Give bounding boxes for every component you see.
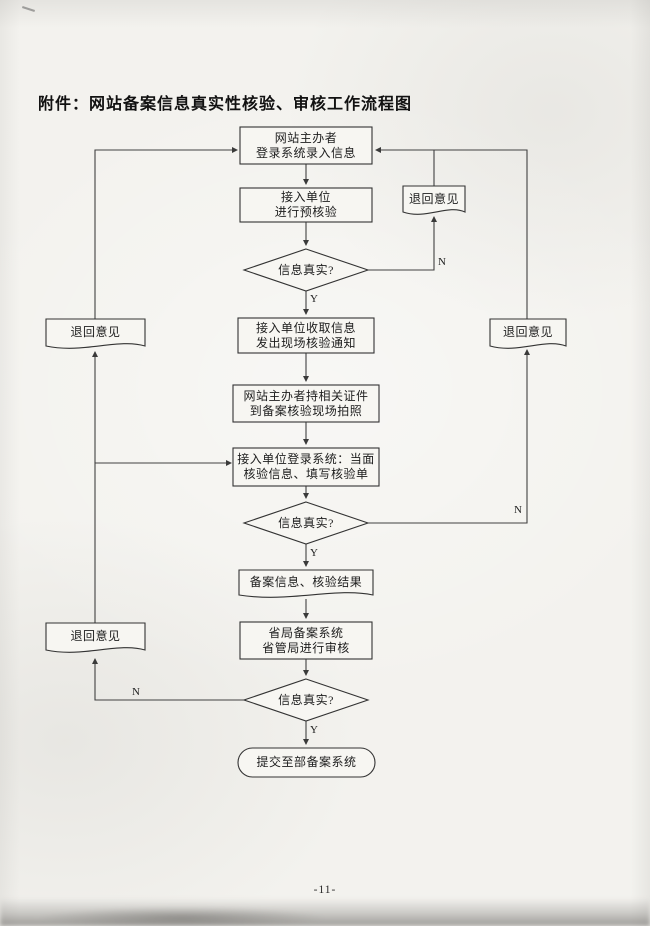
node-decision2-label: 信息真实? (278, 515, 334, 530)
node-decision1-label: 信息真实? (278, 262, 334, 277)
node-precheck-line1: 接入单位 (280, 190, 331, 204)
node-decision1-shape (242, 248, 370, 292)
node-return4-shape (45, 622, 146, 653)
node-province-label: 省局备案系统 省管局进行审核 (240, 622, 372, 659)
node-return3-label: 退回意见 (502, 325, 553, 339)
flow-shapes (45, 126, 567, 778)
node-province-shape (239, 621, 373, 660)
node-return4-label: 退回意见 (70, 629, 121, 643)
node-province-line2: 省管局进行审核 (262, 640, 350, 655)
page-number: -11- (313, 884, 337, 896)
node-start-shape (239, 126, 373, 165)
node-collect-line1: 接入单位收取信息 (255, 320, 356, 335)
node-decision2-shape (242, 501, 370, 545)
node-return1-label: 退回意见 (408, 191, 459, 206)
node-return1-shape (402, 185, 466, 215)
node-verify-line1: 接入单位登录系统：当面 (237, 452, 375, 466)
node-collect-line2: 发出现场核验通知 (255, 335, 356, 350)
node-decision3-shape (242, 678, 370, 722)
node-precheck-shape (239, 187, 373, 223)
node-end-label: 提交至部备案系统 (256, 755, 357, 769)
node-collect-label: 接入单位收取信息 发出现场核验通知 (238, 318, 374, 353)
node-end-shape (237, 747, 376, 778)
node-return2-shape (45, 318, 146, 349)
node-collect-shape (237, 317, 375, 354)
line-return3-to-start (375, 147, 528, 319)
flow-connectors (92, 147, 530, 745)
node-photo-line1: 网站主办者持相关证件 (243, 388, 369, 403)
line-decision1-no-to-return1 (368, 216, 437, 271)
node-return3-shape (489, 318, 567, 349)
page-title: 附件：网站备案信息真实性核验、审核工作流程图 (38, 96, 413, 113)
node-precheck-label: 接入单位 进行预核验 (240, 188, 372, 222)
node-start-label: 网站主办者 登录系统录入信息 (240, 127, 372, 164)
line-return4-to-verify (94, 460, 232, 623)
node-decision3-label: 信息真实? (278, 692, 334, 707)
edge-label-yes-1: Y (310, 293, 318, 305)
node-result-label: 备案信息、核验结果 (249, 575, 363, 589)
node-return2-label: 退回意见 (70, 325, 121, 339)
node-precheck-line2: 进行预核验 (274, 205, 338, 219)
line-return2-to-start (94, 147, 238, 319)
node-verify-label: 接入单位登录系统：当面 核验信息、填写核验单 (233, 448, 379, 486)
node-start-line2: 登录系统录入信息 (255, 145, 356, 160)
line-decision3-no-to-return4 (92, 658, 244, 701)
node-photo-shape (232, 384, 380, 423)
edge-label-yes-3: Y (310, 724, 318, 736)
node-province-line1: 省局备案系统 (268, 625, 344, 640)
edge-label-no-3: N (132, 686, 140, 698)
node-verify-line2: 核验信息、填写核验单 (243, 467, 369, 481)
edge-label-no-1: N (438, 256, 446, 268)
edge-label-yes-2: Y (310, 547, 318, 559)
node-result-shape (238, 569, 374, 598)
line-decision2-no-to-return3 (368, 349, 530, 524)
node-photo-line2: 到备案核验现场拍照 (249, 403, 363, 418)
node-start-line1: 网站主办者 (274, 130, 338, 145)
node-photo-label: 网站主办者持相关证件 到备案核验现场拍照 (233, 385, 379, 422)
edge-label-no-2: N (514, 504, 522, 516)
node-verify-shape (232, 447, 380, 487)
